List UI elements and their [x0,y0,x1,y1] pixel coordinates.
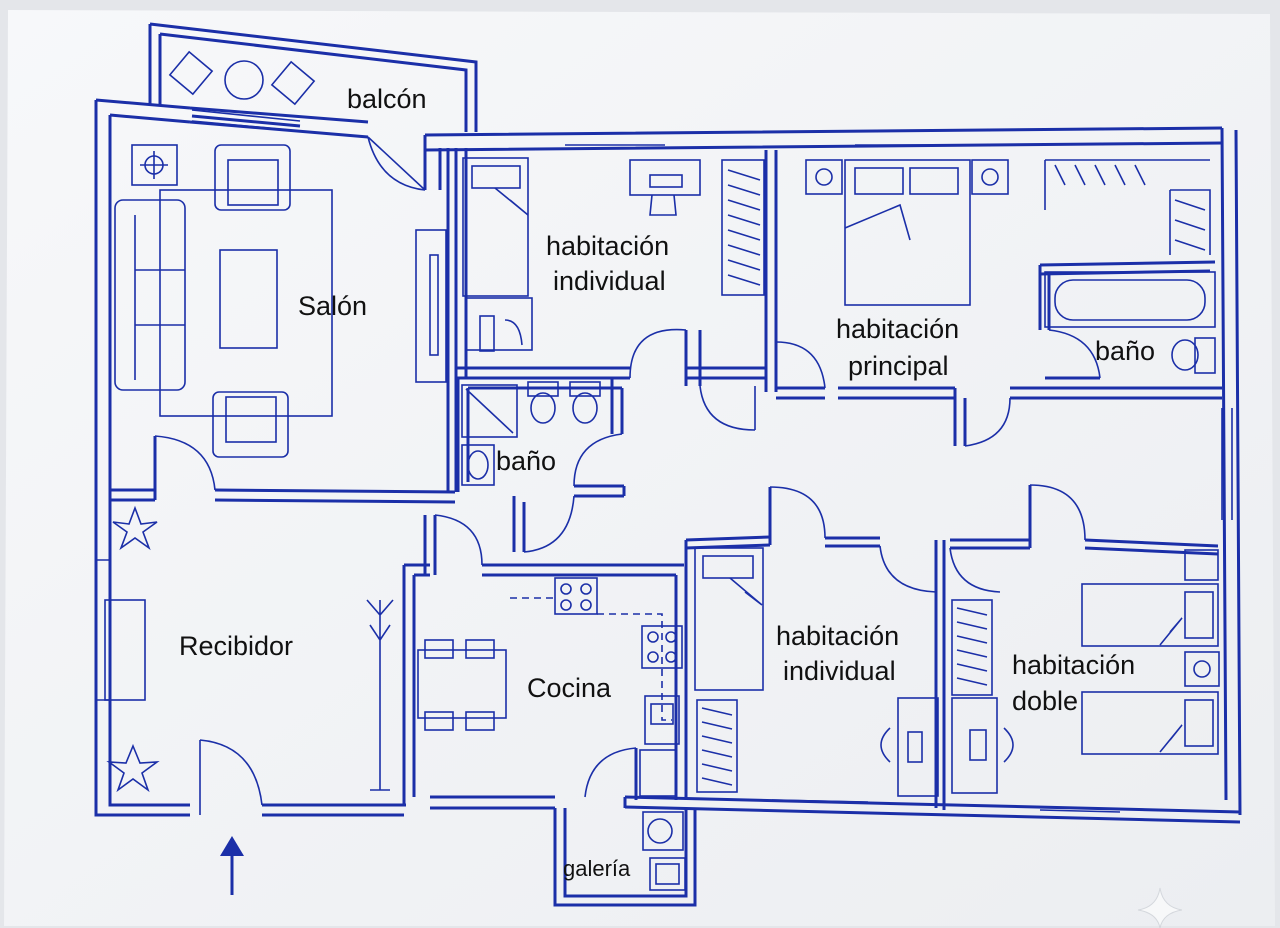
label-hab-principal-line2: principal [848,351,949,381]
bedroom-individual-1-furniture [462,157,765,352]
recibidor-furniture [104,505,394,793]
label-hab-doble-line2: doble [1012,686,1078,716]
bathroom-principal-fixtures [1044,271,1216,374]
entrance-arrow-icon [220,836,244,895]
bathroom-fixtures [461,381,601,486]
label-hab-individual-1-line1: habitación [546,231,669,261]
label-salon: Salón [298,291,367,321]
windows [96,109,1233,813]
galeria-fixtures [642,811,686,891]
bedroom-doble-furniture [951,549,1220,794]
label-hab-individual-2-line1: habitación [776,621,899,651]
kitchen-furniture [417,577,683,797]
walls [94,22,1242,907]
bedroom-individual-2-furniture [694,547,939,797]
label-bano-principal: baño [1095,336,1155,366]
label-hab-individual-2-line2: individual [783,656,896,686]
label-balcon: balcón [347,84,427,114]
label-hab-individual-1-line2: individual [553,266,666,296]
doors [154,136,1101,815]
label-galeria: galería [563,856,631,881]
salon-furniture [114,144,447,458]
label-recibidor: Recibidor [179,631,293,661]
label-hab-doble-line1: habitación [1012,650,1135,680]
paper-sheet [4,10,1275,926]
bedroom-principal-furniture [805,159,1211,306]
balcony-furniture [168,50,316,106]
room-labels: balcón Salón habitación individual habit… [179,84,1155,881]
sparkle-icon [1137,887,1183,928]
label-hab-principal-line1: habitación [836,314,959,344]
label-cocina: Cocina [527,673,612,703]
label-bano: baño [496,446,556,476]
